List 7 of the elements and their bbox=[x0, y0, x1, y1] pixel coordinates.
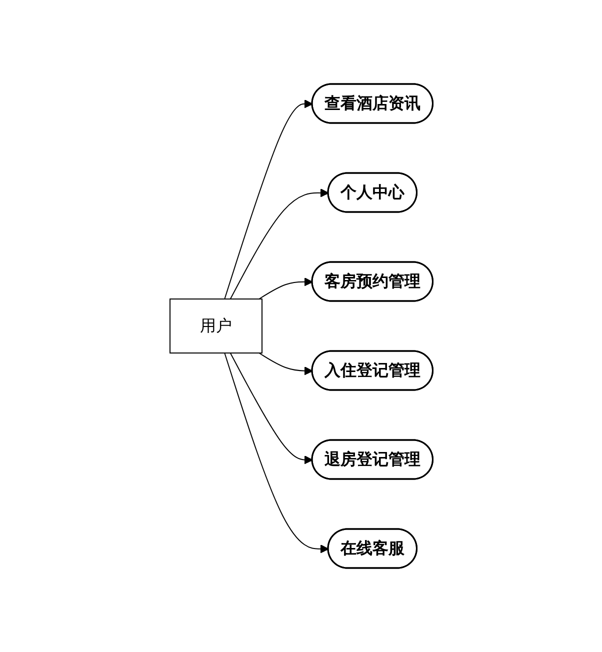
arrow bbox=[224, 99, 313, 300]
arrow bbox=[224, 352, 329, 554]
node-box: 用户 bbox=[169, 298, 262, 354]
arrow bbox=[230, 188, 329, 300]
arrow bbox=[230, 352, 313, 464]
arrow bbox=[258, 277, 313, 300]
arrow bbox=[258, 352, 313, 376]
